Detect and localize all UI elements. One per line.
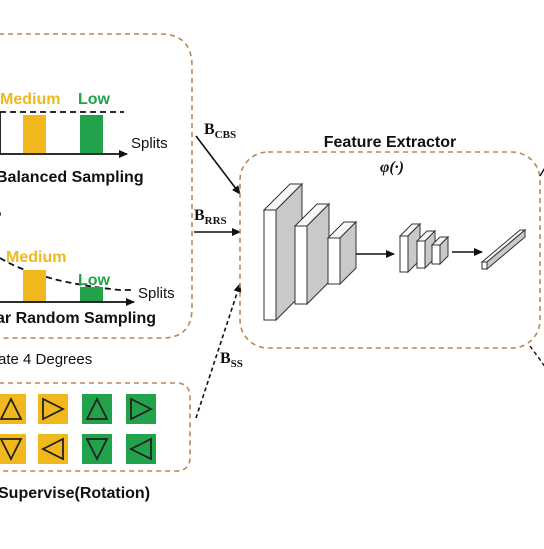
sampling-panel-border [0,33,193,339]
rotation-tile-left [38,434,68,464]
label-b-cbs: BCBS [204,121,236,141]
arrow-cbs [195,135,241,195]
bottom-medium-bar [23,270,46,302]
top-splits-label: Splits [131,135,168,152]
top-low-label: Low [78,91,111,108]
bottom-decay-curve [0,257,132,291]
triangle-down-icon [85,438,109,462]
label-b-rrs: BRRS [194,207,227,227]
rotation-tiles [0,394,156,464]
triangle-up-icon [0,396,23,420]
top-medium-bar [23,115,46,153]
rotation-tile-right [38,394,68,424]
top-low-bar [80,115,103,153]
triangle-left-icon [40,437,64,461]
top-medium-label: Medium [0,91,60,108]
bottom-splits-label: Splits [138,285,175,302]
triangle-left-icon [128,437,152,461]
label-b-ss: BSS [220,350,243,370]
feature-extractor-function: φ(·) [380,159,404,176]
rotation-panel-border [0,382,191,472]
bottom-low-label: Low [78,272,111,289]
rotation-tile-up [0,394,26,424]
right-edge-arrow-top [539,167,544,177]
rotation-tile-down [82,434,112,464]
top-panel-title: Balanced Sampling [0,169,144,186]
right-edge-arrow-bottom [529,345,544,367]
triangle-down-icon [0,438,23,462]
feature-extractor-box [239,151,541,349]
feature-vector [480,228,527,271]
conv-block-3 [326,220,358,286]
feature-extractor-title: Feature Extractor [324,134,457,151]
triangle-up-icon [85,396,109,420]
rotation-caption: Supervise(Rotation) [0,485,150,502]
bottom-medium-label: Medium [6,249,66,266]
bottom-low-bar [80,287,103,302]
rotation-tile-down [0,434,26,464]
rotation-tile-left [126,434,156,464]
rotate-caption: ate 4 Degrees [0,351,92,368]
arrow-ss [195,283,242,419]
rotation-tile-right [126,394,156,424]
rotation-tile-up [82,394,112,424]
triangle-right-icon [42,397,66,421]
conv-block-6 [430,235,450,266]
left-edge-fragment: , [0,201,2,218]
bottom-panel-title: ar Random Sampling [0,310,156,327]
triangle-right-icon [130,397,154,421]
